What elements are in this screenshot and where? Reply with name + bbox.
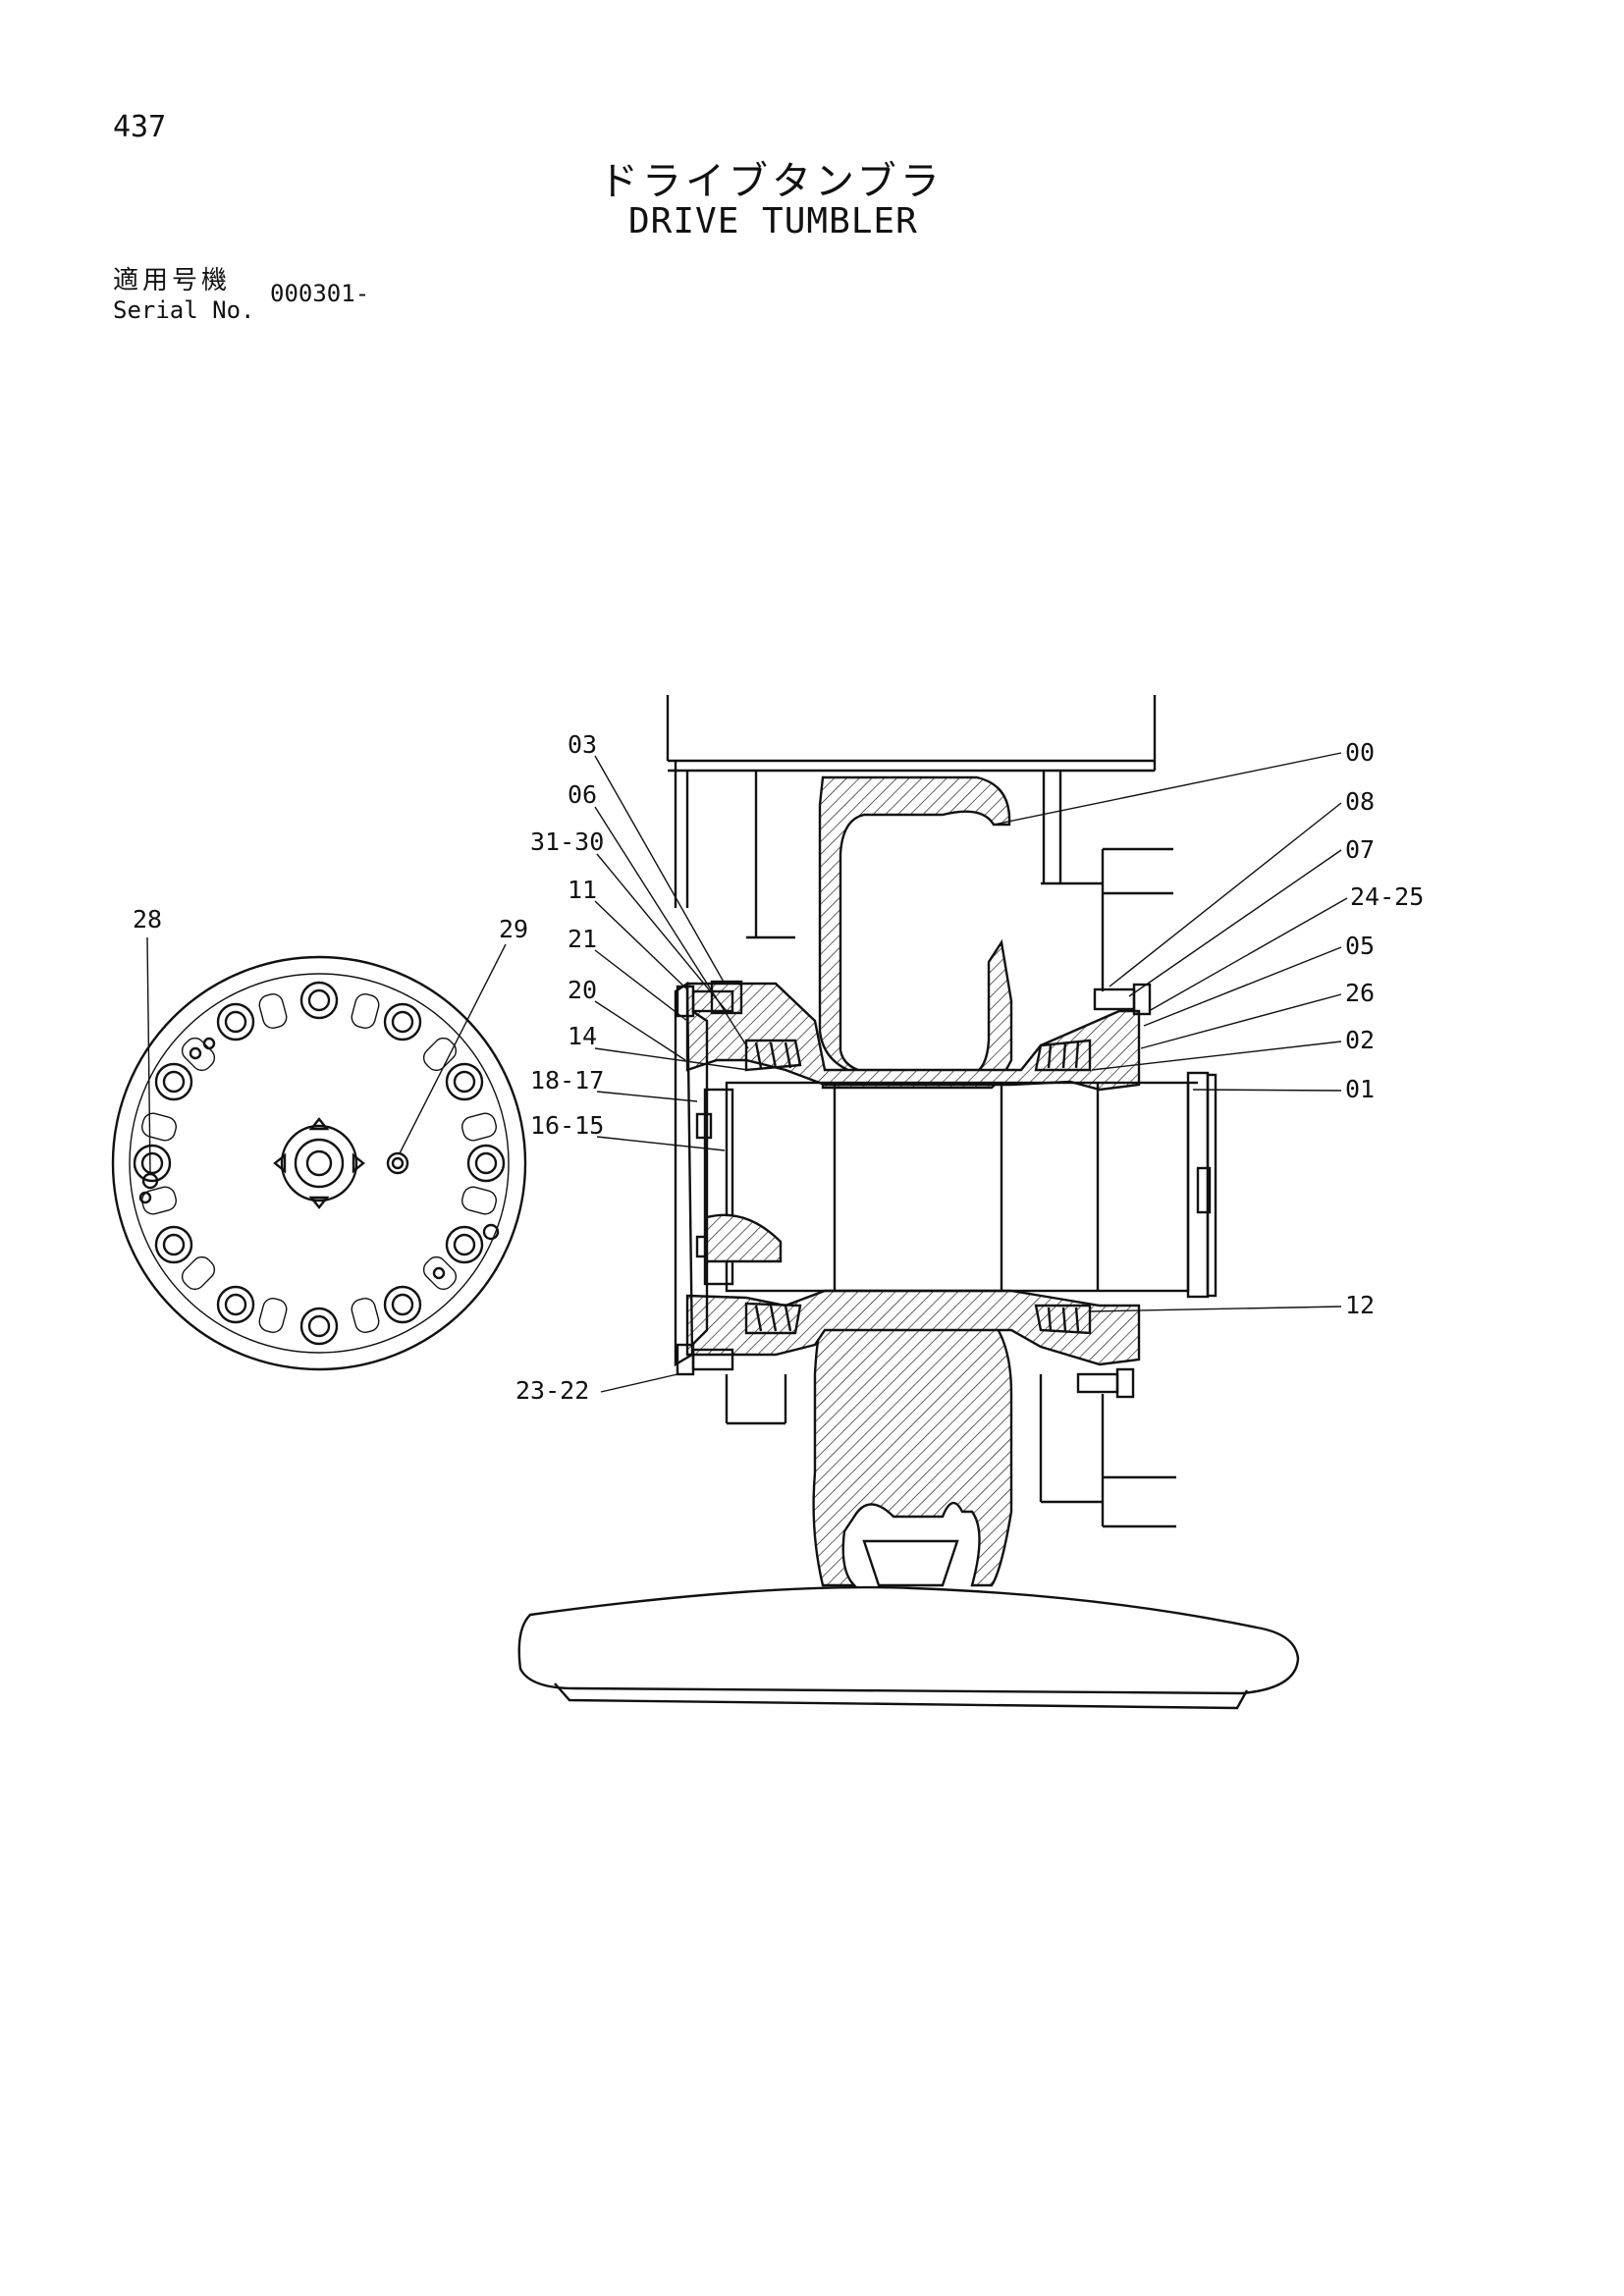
callouts: 03 06 31-30 11 21 20 14 18-17 16-15 23-2… <box>133 730 1424 1405</box>
page-number: 437 <box>113 110 167 144</box>
callout-20: 20 <box>568 976 597 1004</box>
serial-number-value: 000301- <box>270 280 370 307</box>
callout-00: 00 <box>1345 738 1375 767</box>
callout-03: 03 <box>568 730 597 759</box>
callout-29: 29 <box>499 915 528 943</box>
callout-05: 05 <box>1345 932 1375 960</box>
sectional-view <box>517 695 1300 1710</box>
shaft <box>725 1071 1218 1299</box>
callout-16-15: 16-15 <box>530 1111 604 1140</box>
serial-label-japanese: 適用号機 <box>113 266 232 295</box>
center-plug <box>273 1117 365 1209</box>
bearings <box>744 1039 1092 1335</box>
callout-11: 11 <box>568 876 597 904</box>
callout-18-17: 18-17 <box>530 1066 604 1095</box>
serial-label-english: Serial No. <box>113 296 255 324</box>
callout-28: 28 <box>133 905 162 934</box>
hub-face-view <box>111 955 527 1371</box>
callout-07: 07 <box>1345 835 1375 864</box>
track-shoe <box>517 1585 1300 1695</box>
callout-14: 14 <box>568 1022 597 1050</box>
title-english: DRIVE TUMBLER <box>628 201 918 241</box>
callout-06: 06 <box>568 780 597 809</box>
hub-slots <box>141 993 497 1333</box>
callout-24-25: 24-25 <box>1350 882 1424 911</box>
callout-01: 01 <box>1345 1075 1375 1103</box>
callout-23-22: 23-22 <box>515 1376 589 1405</box>
callout-08: 08 <box>1345 787 1375 816</box>
title-japanese: ドライブタンブラ <box>599 159 944 204</box>
callout-02: 02 <box>1345 1026 1375 1054</box>
callout-26: 26 <box>1345 979 1375 1007</box>
callout-31-30: 31-30 <box>530 828 604 856</box>
callout-12: 12 <box>1345 1291 1375 1319</box>
bolt-circle <box>133 981 506 1346</box>
callout-21: 21 <box>568 925 597 953</box>
